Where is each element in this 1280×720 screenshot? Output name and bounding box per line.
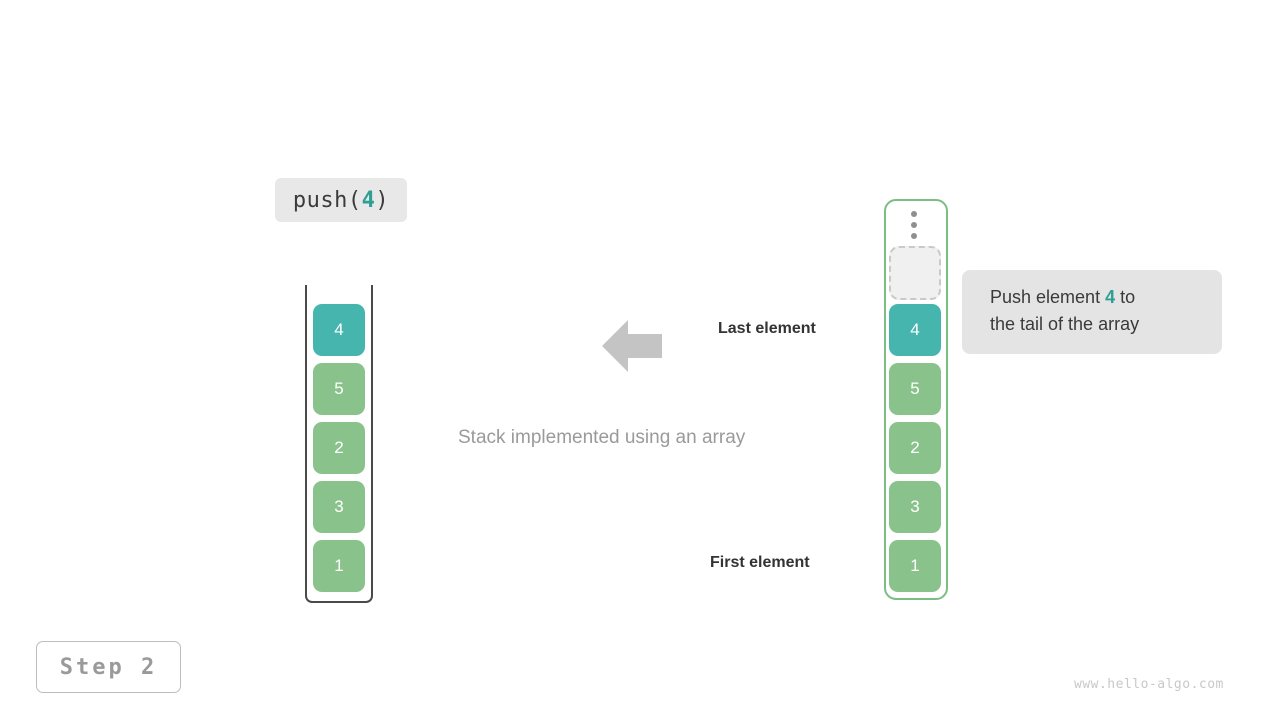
- tooltip-text-before: Push element: [990, 287, 1106, 307]
- array-cell-list: 4 5 2 3 1: [889, 304, 941, 592]
- array-cell: 4: [889, 304, 941, 356]
- tooltip-accent-value: 4: [1105, 287, 1116, 307]
- operation-argument: 4: [361, 187, 376, 213]
- arrow-left-icon: [602, 320, 662, 372]
- tooltip-text-line2: the tail of the array: [990, 314, 1140, 334]
- operation-label: push(4): [275, 178, 407, 222]
- stack-cell: 3: [313, 481, 365, 533]
- last-element-label: Last element: [718, 320, 816, 337]
- diagram-caption: Stack implemented using an array: [458, 427, 746, 448]
- array-cell: 1: [889, 540, 941, 592]
- stack-frame: [305, 285, 373, 603]
- stack-cell: 2: [313, 422, 365, 474]
- array-cell: 3: [889, 481, 941, 533]
- stack-cell: 5: [313, 363, 365, 415]
- operation-suffix: ): [375, 187, 390, 213]
- ellipsis-dot: [911, 233, 917, 239]
- ellipsis-dot: [911, 211, 917, 217]
- array-empty-slot: [889, 246, 941, 300]
- vertical-ellipsis-icon: [910, 211, 918, 239]
- stack-cell: 4: [313, 304, 365, 356]
- watermark: www.hello-algo.com: [1074, 677, 1224, 692]
- description-tooltip: Push element 4 to the tail of the array: [962, 270, 1222, 354]
- array-cell: 5: [889, 363, 941, 415]
- first-element-label: First element: [710, 554, 810, 571]
- ellipsis-dot: [911, 222, 917, 228]
- stack-cell: 1: [313, 540, 365, 592]
- operation-prefix: push(: [292, 187, 362, 213]
- array-frame: [884, 199, 948, 600]
- tooltip-text-after: to: [1115, 287, 1136, 307]
- step-badge: Step 2: [36, 641, 181, 693]
- array-cell: 2: [889, 422, 941, 474]
- stack-cell-list: 4 5 2 3 1: [313, 304, 365, 592]
